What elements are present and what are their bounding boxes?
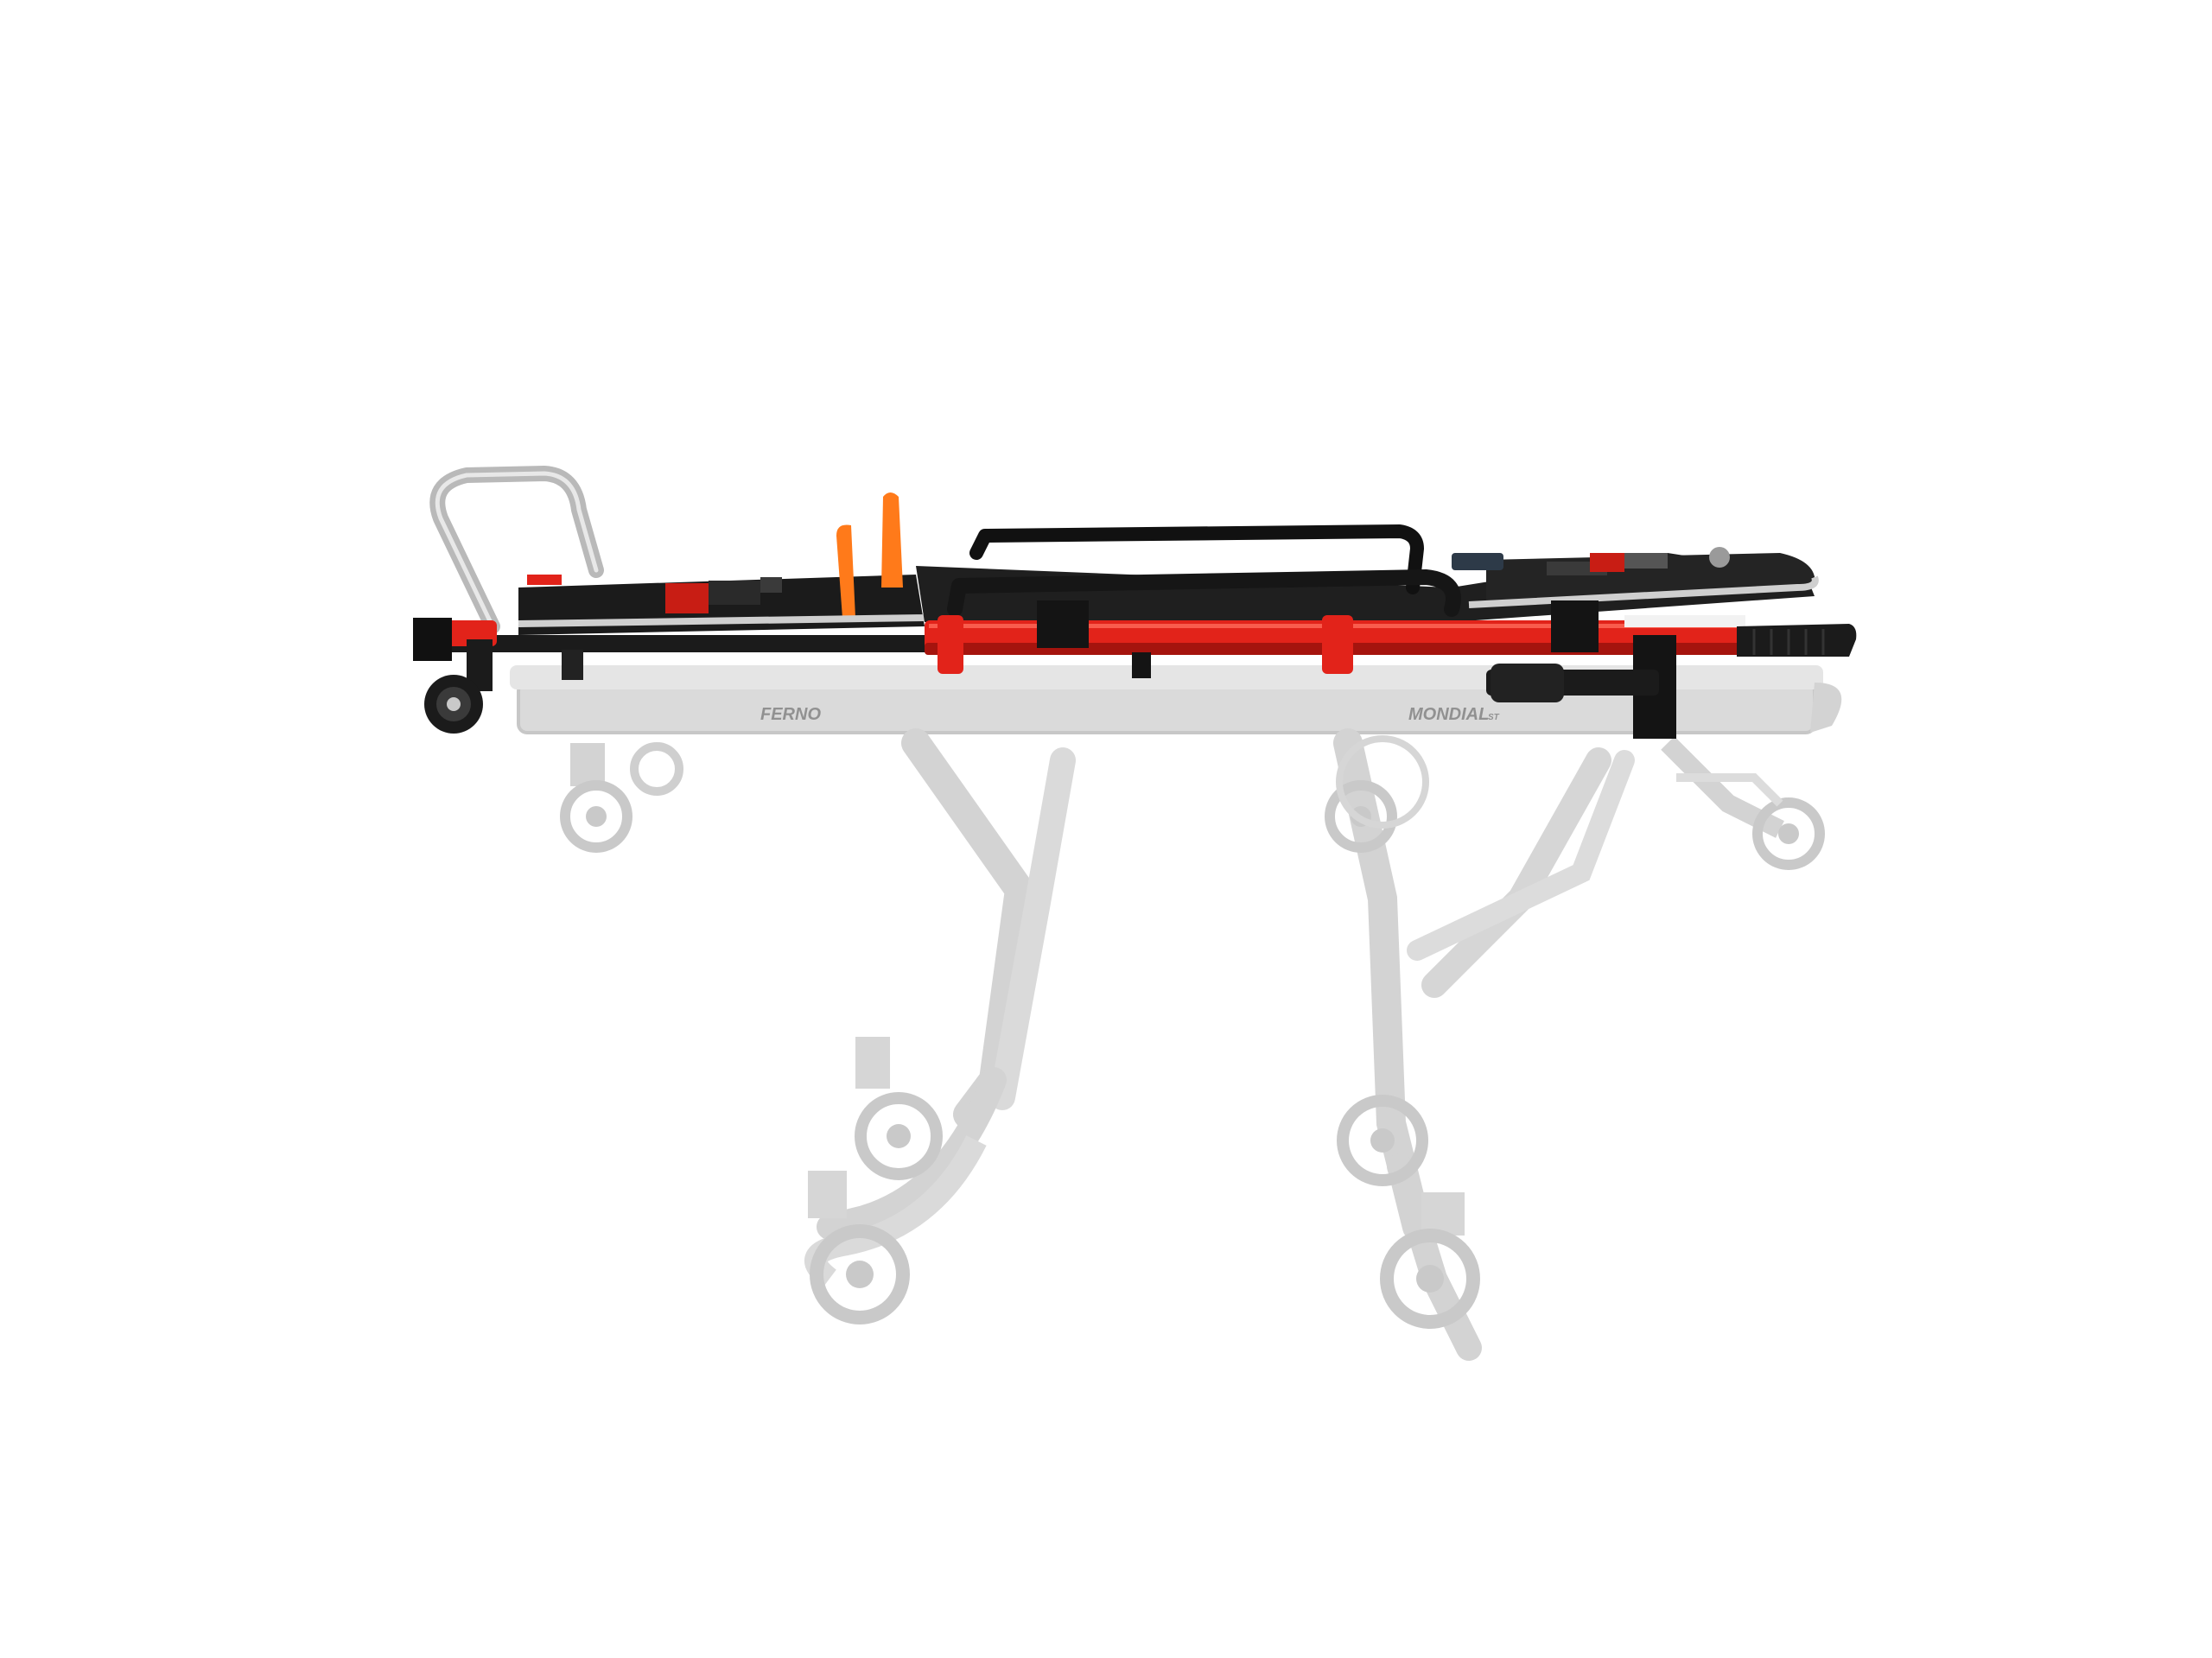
undercarriage-ghost <box>510 665 1842 1361</box>
wheel-bottom-left-2 <box>808 1171 910 1324</box>
wheel-bottom-right-1 <box>1337 1095 1428 1186</box>
black-grab-bar-upper <box>969 524 1424 594</box>
stretcher-top <box>413 466 1857 739</box>
rail-sticker <box>1624 615 1745 627</box>
deck-left-red-edge <box>527 575 562 585</box>
wheel-bottom-right-2 <box>1380 1192 1480 1329</box>
rail-bracket-stub <box>1132 652 1151 678</box>
model-suffix-label: ST <box>1488 713 1500 722</box>
black-bracket-left <box>413 618 452 661</box>
caster-mid-top <box>1325 735 1429 853</box>
orange-strap-2 <box>881 492 903 588</box>
right-grip-texture <box>1752 629 1825 655</box>
black-side-rail-left <box>415 635 933 652</box>
left-leg-curve <box>817 1067 1007 1240</box>
right-leg-back <box>1407 750 1635 961</box>
leg-stub-left <box>562 650 583 680</box>
black-grab-bar-lower <box>947 569 1461 617</box>
caster-right-end <box>1661 736 1825 870</box>
wheel-bottom-left-1 <box>855 1037 943 1180</box>
rail-clamp-1 <box>938 615 963 674</box>
lower-handle-grip <box>1491 664 1564 702</box>
caster-left-top <box>560 742 683 853</box>
left-leg-back <box>989 747 1076 1110</box>
right-grip-handle <box>1737 624 1857 657</box>
small-caster-left <box>424 639 493 734</box>
strap-buckle-left <box>665 577 782 613</box>
silver-rail-right <box>1468 575 1819 608</box>
brand-label: FERNO <box>760 705 821 724</box>
rail-clamp-2 <box>1322 615 1353 674</box>
orange-strap-1 <box>836 524 855 618</box>
rail-bracket-1 <box>1037 600 1089 648</box>
rail-bracket-2 <box>1551 600 1599 652</box>
base-right-end <box>1810 683 1842 733</box>
model-label: MONDIAL <box>1408 705 1489 724</box>
harness-buckles <box>1452 547 1730 575</box>
silver-handle-highlight <box>435 471 599 629</box>
